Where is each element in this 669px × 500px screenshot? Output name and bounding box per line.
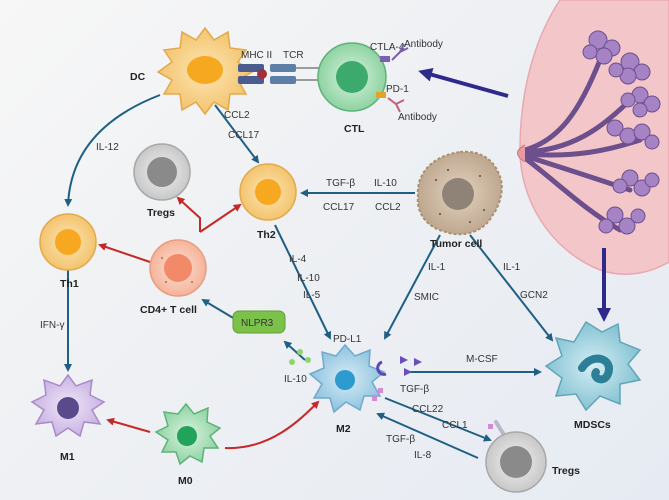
m1-cell	[30, 373, 106, 438]
arrow-cd4-to-th1	[98, 243, 151, 263]
ctl-label: CTL	[344, 123, 365, 135]
edge-label-mcsf: M-CSF	[466, 354, 498, 365]
mhc-tcr-complex	[238, 64, 325, 84]
arrow-m2-to-tregs	[384, 397, 492, 442]
edge-label-tgfb-b: TGF-β	[400, 384, 429, 395]
mdscs-cell	[544, 320, 642, 412]
edge-label-ccl2-b: CCL2	[375, 202, 401, 213]
arrow-m0-to-m2	[224, 400, 320, 450]
edge-label-il10-a: IL-10	[374, 178, 397, 189]
pd1-receptor	[376, 92, 386, 98]
edge-label-gcn2: GCN2	[520, 290, 548, 301]
arrow-dc-to-th1	[64, 94, 161, 207]
th2-label: Th2	[257, 229, 276, 241]
edge-label-tgfb-a: TGF-β	[326, 178, 355, 189]
edge-label-il12: IL-12	[96, 142, 119, 153]
arrow-tumor-to-m2	[384, 234, 441, 340]
mdscs-label: MDSCs	[574, 419, 611, 431]
tregs-top-cell	[133, 143, 191, 201]
arrow-cd4-to-th2	[199, 203, 242, 233]
edge-label-il10-b: IL-10	[297, 273, 320, 284]
nlrp3-label: NLPR3	[241, 318, 274, 329]
edge-label-ccl2-a: CCL2	[224, 110, 250, 121]
edge-label-ifng: IFN-γ	[40, 320, 64, 331]
edge-label-il4: IL-4	[289, 254, 307, 265]
m0-cell	[154, 402, 222, 466]
antibody-icon	[391, 43, 409, 61]
edge-label-ccl17-a: CCL17	[228, 130, 260, 141]
ctl-cell	[317, 42, 387, 112]
arrow-th2-to-m2	[274, 224, 331, 340]
cd4-t-cell	[149, 239, 207, 297]
ctla4-label: CTLA-4	[370, 42, 405, 53]
pdl1-label: PD-L1	[333, 334, 362, 345]
edge-label-il1-b: IL-1	[503, 262, 521, 273]
pd1-label: PD-1	[386, 84, 409, 95]
antibody-label-1: Antibody	[404, 39, 443, 50]
th1-label: Th1	[60, 278, 79, 290]
m2-cell	[308, 343, 386, 414]
nlrp3-box	[232, 310, 286, 334]
arrow-dc-to-th2	[214, 104, 260, 164]
tumor-label: Tumor cell	[430, 238, 482, 250]
mhc2-label: MHC II	[241, 50, 272, 61]
edge-label-ccl17-b: CCL17	[323, 202, 355, 213]
tregs-top-label: Tregs	[147, 207, 175, 219]
antibody-icon	[387, 97, 405, 113]
m0-label: M0	[178, 475, 193, 487]
cytokine-dots	[289, 349, 493, 429]
breast-tissue-illustration	[517, 0, 669, 275]
edge-label-smic: SMIC	[414, 292, 439, 303]
cd4-label: CD4+ T cell	[140, 304, 197, 316]
edge-label-ccl22: CCL22	[412, 404, 444, 415]
tregs-bottom-label: Tregs	[552, 465, 580, 477]
edge-label-ccl1: CCL1	[442, 420, 468, 431]
tumor-cell	[416, 150, 503, 236]
arrow-tregs-to-m2	[376, 412, 479, 459]
m1-label: M1	[60, 451, 75, 463]
edge-label-il1-a: IL-1	[428, 262, 446, 273]
dc-cell	[156, 26, 254, 116]
arrow-m2-to-nlrp3	[283, 340, 306, 361]
antibody-label-2: Antibody	[398, 112, 437, 123]
arrow-breast-to-ctl	[418, 67, 509, 98]
th2-cell	[239, 163, 297, 221]
edge-label-tgfb-c: TGF-β	[386, 434, 415, 445]
arrow-cd4-to-tregs	[176, 196, 201, 232]
th1-cell	[39, 213, 97, 271]
m2-label: M2	[336, 423, 351, 435]
arrow-m0-to-m1	[106, 417, 151, 433]
edge-label-il5: IL-5	[303, 290, 321, 301]
edge-label-il10-c: IL-10	[284, 374, 307, 385]
tcr-label: TCR	[283, 50, 304, 61]
tregs-bottom-cell	[485, 420, 547, 493]
ctla4-receptor	[380, 56, 390, 62]
dc-label: DC	[130, 71, 146, 83]
arrow-tumor-to-mdscs	[469, 234, 554, 342]
edge-label-il8: IL-8	[414, 450, 432, 461]
